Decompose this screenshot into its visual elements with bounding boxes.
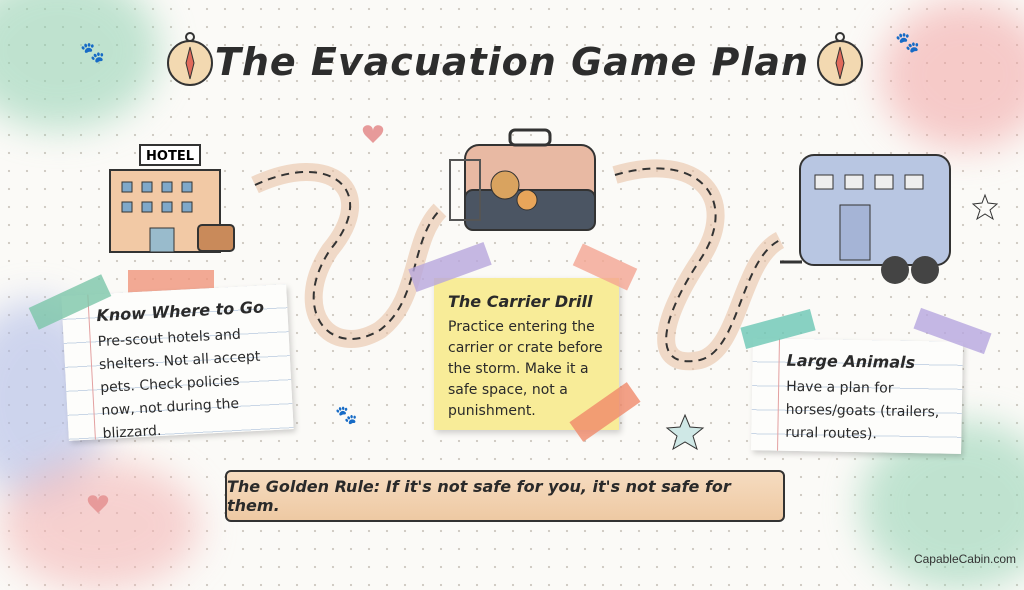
card-large-animals: Large Animals Have a plan for horses/goa…	[751, 338, 963, 454]
watercolor-blob	[0, 460, 200, 590]
paw-print-icon: 🐾	[335, 405, 358, 426]
site-credit: CapableCabin.com	[913, 552, 1016, 566]
card-heading: Large Animals	[786, 350, 916, 373]
star-icon	[665, 413, 705, 451]
hotel-illustration: HOTEL	[109, 144, 235, 253]
star-icon	[971, 193, 999, 221]
golden-rule-text: The Golden Rule: If it's not safe for yo…	[227, 477, 731, 515]
card-heading: Know Where to Go	[95, 297, 265, 326]
card-carrier-drill: The Carrier Drill Practice entering the …	[434, 278, 619, 430]
golden-rule-banner: The Golden Rule: If it's not safe for yo…	[225, 470, 785, 522]
watercolor-blob	[880, 0, 1024, 150]
compass-icon	[817, 32, 863, 86]
paw-print-icon: 🐾	[80, 40, 105, 64]
svg-text:HOTEL: HOTEL	[146, 149, 194, 164]
heart-icon	[87, 495, 109, 513]
card-know-where-to-go: Know Where to Go Pre-scout hotels and sh…	[61, 284, 294, 442]
paw-print-icon: 🐾	[895, 30, 920, 54]
card-body: Pre-scout hotels and shelters. Not all a…	[97, 326, 261, 443]
page-title: The Evacuation Game Plan	[214, 40, 810, 84]
card-heading: The Carrier Drill	[448, 292, 593, 311]
card-body: Have a plan for horses/goats (trailers, …	[785, 378, 940, 443]
card-body: Practice entering the carrier or crate b…	[448, 319, 603, 419]
compass-icon	[167, 32, 213, 86]
horse-trailer-illustration	[780, 154, 951, 284]
pet-carrier-illustration	[449, 128, 596, 231]
heart-icon	[362, 125, 384, 143]
